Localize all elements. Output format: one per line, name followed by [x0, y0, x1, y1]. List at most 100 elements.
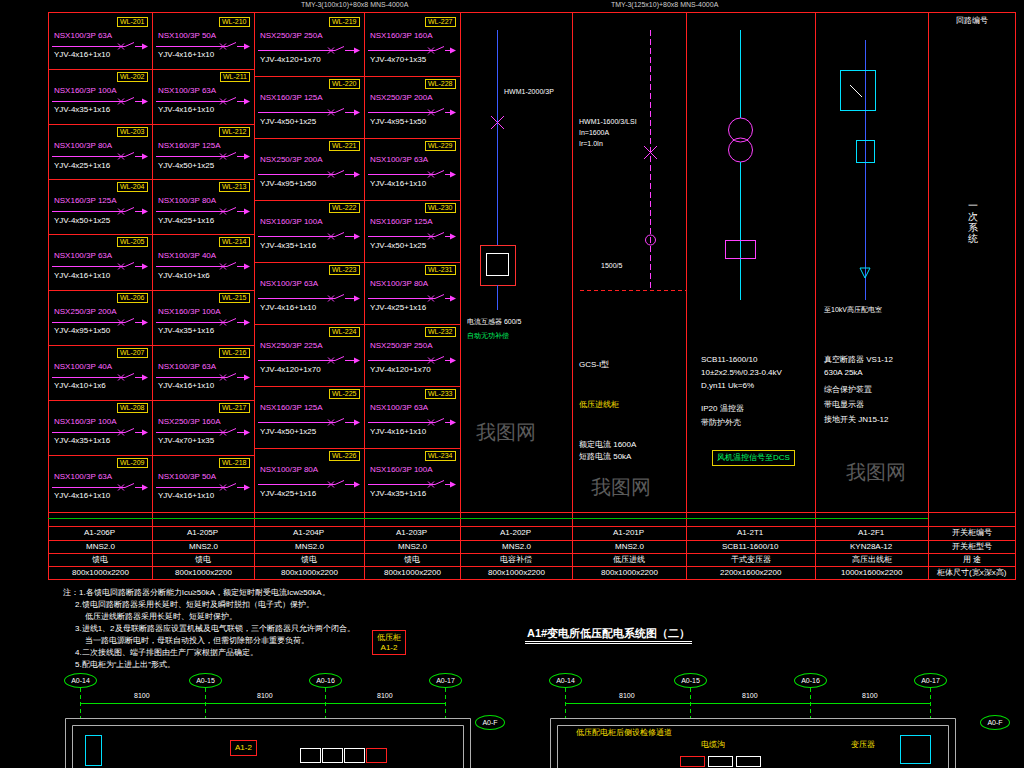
feeder-wire — [445, 236, 450, 237]
cell-border — [364, 76, 460, 77]
feeder-wire — [156, 156, 227, 157]
breaker-spec: NSX250/3P 250A — [369, 341, 434, 351]
axis-bubble: A0-F — [475, 715, 505, 730]
cell-border — [364, 138, 460, 139]
watermark: 我图网 — [845, 460, 907, 484]
box-text: WL-202 — [120, 73, 145, 81]
feeder-wire — [445, 422, 450, 423]
box-text: WL-210 — [222, 18, 247, 26]
breaker-spec: NSX100/3P 63A — [369, 155, 429, 165]
breaker-cross — [118, 154, 124, 160]
circuit-tag: WL-201 — [117, 17, 148, 27]
cable-spec: YJV-4x10+1x6 — [53, 381, 107, 391]
circuit-tag: WL-231 — [425, 265, 456, 275]
feeder-wire — [156, 322, 227, 323]
outgoing-arrow — [450, 172, 456, 178]
table-cell: 800x1000x2200 — [280, 568, 339, 578]
breaker-cross — [220, 209, 226, 215]
box-text: WL-205 — [120, 238, 145, 246]
breaker-blade — [125, 429, 134, 433]
breaker-cross — [428, 172, 434, 178]
breaker-cross — [118, 264, 124, 270]
feeder-wire — [345, 174, 354, 175]
table-cell: MNS2.0 — [397, 542, 428, 552]
box-text: WL-233 — [428, 390, 453, 398]
feeder-wire — [52, 266, 125, 267]
feeder-wire — [156, 377, 227, 378]
cell-border — [48, 290, 152, 291]
breaker-cross — [328, 482, 334, 488]
breaker-blade — [125, 484, 134, 488]
table-cell: MNS2.0 — [85, 542, 116, 552]
breaker-cross — [220, 375, 226, 381]
cable-spec: YJV-4x35+1x16 — [53, 436, 111, 446]
table-cell: 800x1000x2200 — [487, 568, 546, 578]
circuit-tag: WL-214 — [219, 237, 250, 247]
breaker-blade — [227, 153, 236, 157]
watermark: 我图网 — [590, 475, 652, 499]
watermark: 我图网 — [475, 420, 537, 444]
breaker-blade — [335, 171, 344, 175]
feeder-wire — [237, 377, 244, 378]
breaker-blade — [227, 374, 236, 378]
feeder-wire — [345, 50, 354, 51]
circuit-tag: WL-217 — [219, 403, 250, 413]
axis-label: A0-17 — [430, 674, 461, 687]
cable-spec: YJV-4x25+1x16 — [53, 161, 111, 171]
breaker-cross — [428, 358, 434, 364]
feeder-wire — [368, 236, 435, 237]
breaker-cross — [428, 296, 434, 302]
cell-border — [152, 234, 254, 235]
box-text: WL-207 — [120, 349, 145, 357]
cell-border — [48, 400, 152, 401]
breaker-blade — [435, 295, 444, 299]
axis-label: A0-14 — [550, 674, 581, 687]
breaker-spec: NSX160/3P 125A — [259, 93, 324, 103]
axis-label: A0-15 — [190, 674, 221, 687]
feeder-wire — [135, 322, 142, 323]
table-cell: 1000x1600x2200 — [840, 568, 903, 578]
breaker-spec: NSX100/3P 50A — [157, 472, 217, 482]
circuit-tag: WL-213 — [219, 182, 250, 192]
cable-spec: YJV-4x50+1x25 — [369, 241, 427, 251]
outgoing-arrow — [354, 296, 360, 302]
breaker-spec: NSX100/3P 63A — [53, 472, 113, 482]
cell-border — [48, 455, 152, 456]
circuit-tag: WL-208 — [117, 403, 148, 413]
breaker-spec: NSX100/3P 63A — [369, 403, 429, 413]
feeder-wire — [237, 322, 244, 323]
breaker-spec: NSX250/3P 225A — [259, 341, 324, 351]
cable-spec: YJV-4x16+1x10 — [53, 491, 111, 501]
cell-border — [364, 200, 460, 201]
box-text: WL-232 — [428, 328, 453, 336]
circuit-tag: WL-223 — [329, 265, 360, 275]
outgoing-arrow — [354, 48, 360, 54]
feeder-wire — [445, 112, 450, 113]
table-cell: 干式变压器 — [730, 555, 772, 565]
feeder-wire — [237, 266, 244, 267]
column-header: 回路编号 — [955, 16, 989, 26]
breaker-spec: NSX100/3P 63A — [157, 362, 217, 372]
circuit-tag: WL-215 — [219, 293, 250, 303]
table-cell: 馈电 — [194, 555, 212, 565]
feeder-wire — [258, 484, 335, 485]
feeder-wire — [368, 422, 435, 423]
circuit-tag: WL-206 — [117, 293, 148, 303]
feeder-wire — [135, 266, 142, 267]
circuit-tag: WL-219 — [329, 17, 360, 27]
cable-spec: YJV-4x16+1x10 — [157, 491, 215, 501]
switchgear-spec: 630A 25kA — [823, 368, 864, 378]
cell-border — [254, 138, 364, 139]
breaker-blade — [227, 263, 236, 267]
transformer-spec: SCB11-1600/10 — [700, 355, 758, 365]
outgoing-arrow — [142, 209, 148, 215]
feeder-wire — [445, 360, 450, 361]
breaker-spec: NSX160/3P 100A — [157, 307, 222, 317]
cell-border — [48, 69, 152, 70]
outgoing-arrow — [354, 172, 360, 178]
breaker-spec: NSX160/3P 125A — [259, 403, 324, 413]
feeder-wire — [156, 487, 227, 488]
transformer-symbol — [726, 30, 756, 300]
table-cell: 800x1000x2200 — [383, 568, 442, 578]
spec-text: 短路电流 50kA — [578, 452, 632, 462]
